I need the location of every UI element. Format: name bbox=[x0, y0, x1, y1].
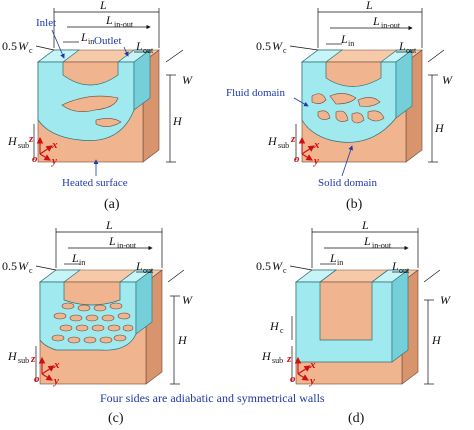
c-dim-Wc-pre: 0.5 bbox=[2, 259, 17, 273]
c-axis-z: z bbox=[30, 353, 36, 365]
d-dim-Linout: L bbox=[363, 234, 371, 248]
a-panel-label: (a) bbox=[104, 197, 120, 212]
a-dim-Lout: L bbox=[135, 39, 143, 53]
c-panel-label: (c) bbox=[108, 411, 124, 426]
d-dim-Hc: H bbox=[269, 319, 280, 333]
b-axes: z x y o bbox=[290, 133, 320, 167]
a-dim-W: W bbox=[182, 73, 193, 87]
b-axis-x: x bbox=[313, 139, 320, 151]
c-axis-y: y bbox=[52, 375, 59, 387]
c-axis-o: o bbox=[34, 373, 40, 385]
c-dim-L: L bbox=[105, 218, 113, 232]
figure-caption: Four sides are adiabatic and symmetrical… bbox=[100, 391, 325, 405]
a-note-heated: Heated surface bbox=[62, 177, 128, 189]
d-dim-Hc-sub: c bbox=[280, 326, 284, 335]
b-dim-Lin-sub: in bbox=[348, 39, 354, 48]
d-dim-Lout: L bbox=[391, 259, 399, 273]
d-dim-Lin: L bbox=[329, 251, 337, 265]
b-note-solid: Solid domain bbox=[318, 177, 377, 189]
b-dim-Lin: L bbox=[340, 32, 348, 46]
b-dim-Lout: L bbox=[398, 39, 406, 53]
d-dim-Wc-pre: 0.5 bbox=[256, 259, 271, 273]
b-dim-Lout-sub: out bbox=[406, 46, 417, 55]
a-dim-H: H bbox=[172, 114, 183, 128]
b-axis-y: y bbox=[312, 155, 319, 167]
a-axis-z: z bbox=[28, 133, 34, 145]
d-dim-Lin-sub: in bbox=[337, 258, 343, 267]
d-axis-o: o bbox=[290, 373, 296, 385]
c-dim-H: H bbox=[177, 333, 188, 347]
c-dim-Hsub-sub: sub bbox=[18, 356, 29, 365]
b-axis-o: o bbox=[294, 153, 300, 165]
c-dim-Wc-sub: c bbox=[29, 266, 33, 275]
a-dim-Lin-sub: in bbox=[88, 37, 94, 46]
c-dim-W: W bbox=[182, 293, 193, 307]
c-axes: z x y o bbox=[30, 353, 60, 387]
panel-b: L L in-out L in L out W H 0.5 W c H sub … bbox=[226, 0, 453, 212]
d-dim-Wc: W bbox=[272, 259, 283, 273]
b-dim-L: L bbox=[365, 0, 373, 12]
b-panel-label: (b) bbox=[346, 197, 363, 212]
d-axes: z x y o bbox=[286, 353, 316, 387]
c-dim-Linout-sub: in-out bbox=[117, 241, 137, 250]
b-note-fluid: Fluid domain bbox=[226, 87, 285, 99]
panel-d: L L in-out L in L out W H 0.5 W c H c H … bbox=[256, 218, 451, 426]
b-dim-H: H bbox=[434, 121, 445, 135]
a-dim-Wc: W bbox=[18, 39, 29, 53]
b-dim-Hsub: H bbox=[267, 134, 278, 148]
a-axis-x: x bbox=[51, 139, 58, 151]
a-axis-o: o bbox=[32, 153, 38, 165]
a-dim-Linout-sub: in-out bbox=[114, 20, 134, 29]
d-axis-z: z bbox=[286, 353, 292, 365]
d-panel-label: (d) bbox=[348, 411, 365, 426]
d-dim-Linout-sub: in-out bbox=[372, 241, 392, 250]
d-dim-H: H bbox=[431, 333, 442, 347]
d-dim-Lout-sub: out bbox=[399, 266, 410, 275]
a-note-inlet: Inlet bbox=[36, 17, 56, 29]
d-dim-Hsub-sub: sub bbox=[272, 356, 283, 365]
c-axis-x: x bbox=[53, 359, 60, 371]
c-dim-Hsub: H bbox=[7, 349, 18, 363]
a-dim-Lout-sub: out bbox=[143, 46, 154, 55]
b-dim-Linout: L bbox=[372, 14, 380, 28]
a-dim-Wc-sub: c bbox=[29, 46, 33, 55]
b-dim-W: W bbox=[442, 73, 453, 87]
a-dim-Hsub: H bbox=[7, 134, 18, 148]
d-dim-Wc-sub: c bbox=[283, 266, 287, 275]
d-axis-y: y bbox=[308, 375, 315, 387]
a-dim-Linout: L bbox=[105, 13, 113, 27]
a-dim-L: L bbox=[99, 0, 107, 12]
panel-c: L L in-out L in L out W H 0.5 W c H sub … bbox=[2, 218, 193, 426]
b-dim-Wc: W bbox=[272, 39, 283, 53]
d-dim-L: L bbox=[361, 218, 369, 232]
b-axis-z: z bbox=[290, 133, 296, 145]
c-pin-array bbox=[51, 302, 134, 344]
b-dim-Wc-pre: 0.5 bbox=[256, 39, 271, 53]
c-dim-Wc: W bbox=[18, 259, 29, 273]
a-axes: z x y o bbox=[28, 133, 58, 167]
c-dim-Linout: L bbox=[108, 234, 116, 248]
b-dim-Linout-sub: in-out bbox=[381, 21, 401, 30]
a-axis-y: y bbox=[50, 155, 57, 167]
c-dim-Lout-sub: out bbox=[143, 266, 154, 275]
c-dim-Lout: L bbox=[135, 259, 143, 273]
c-dim-Lin-sub: in bbox=[79, 258, 85, 267]
a-note-outlet: Outlet bbox=[94, 35, 122, 47]
b-dim-Wc-sub: c bbox=[283, 46, 287, 55]
panel-a: L L in-out L in L out W H 0.5 W c H sub … bbox=[2, 0, 193, 212]
d-axis-x: x bbox=[309, 359, 316, 371]
d-dim-Hsub: H bbox=[261, 349, 272, 363]
c-dim-Lin: L bbox=[71, 251, 79, 265]
d-dim-W: W bbox=[440, 293, 451, 307]
b-dim-Hsub-sub: sub bbox=[278, 141, 289, 150]
a-dim-Hsub-sub: sub bbox=[18, 141, 29, 150]
a-dim-Wc-pre: 0.5 bbox=[2, 39, 17, 53]
a-dim-Lin: L bbox=[80, 30, 88, 44]
